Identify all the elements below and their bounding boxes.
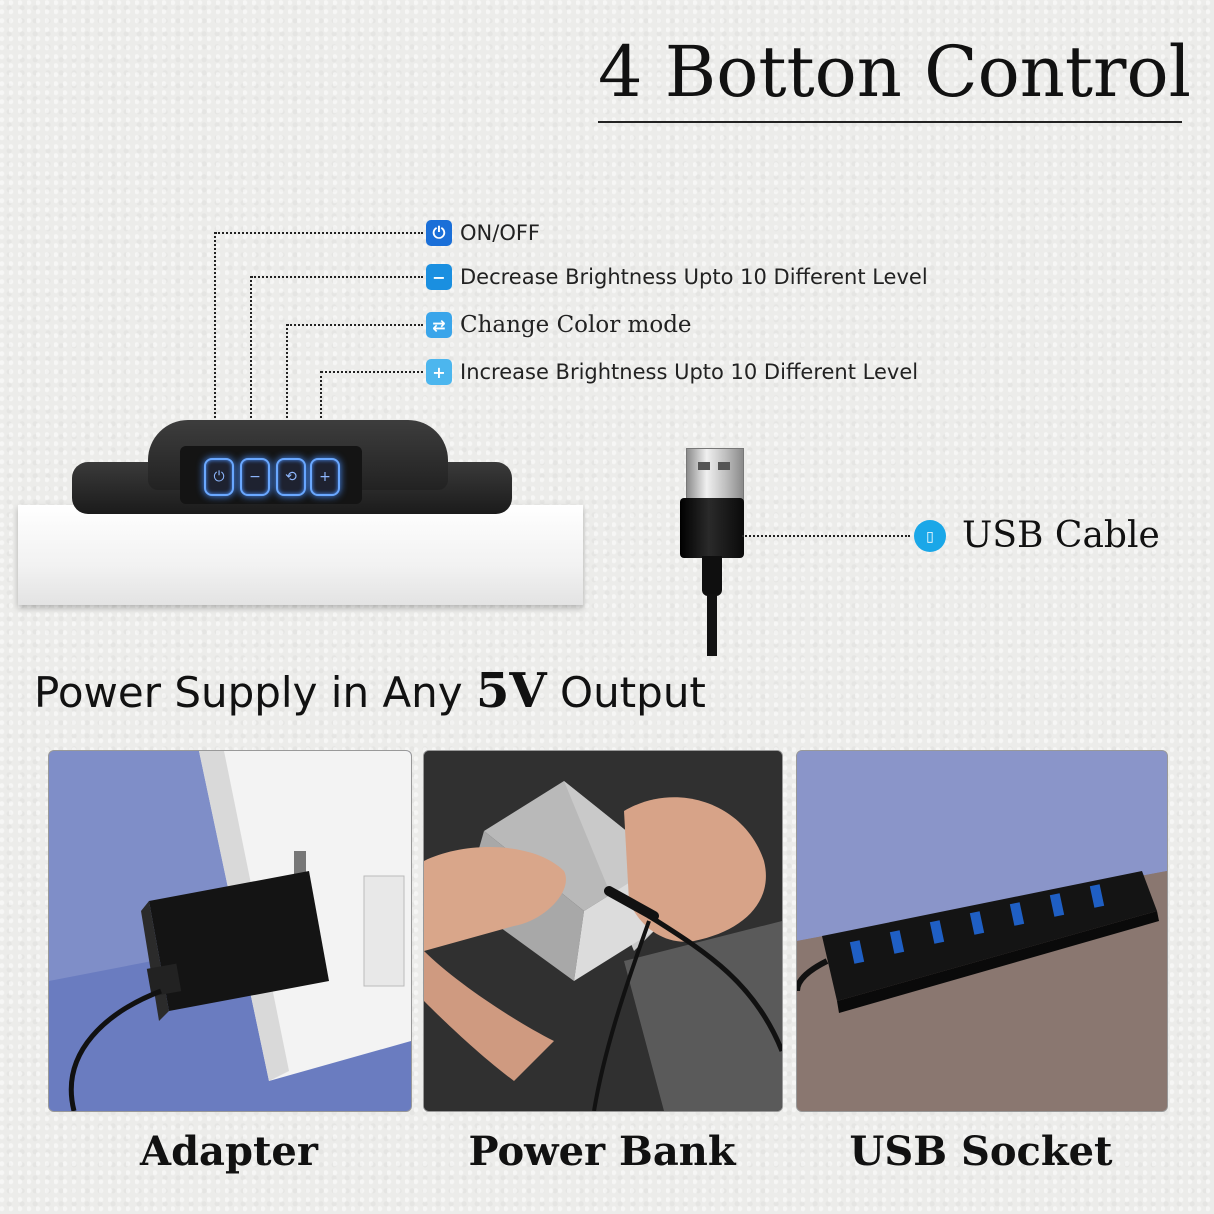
minus-icon: −	[426, 264, 452, 290]
leader-line	[215, 232, 423, 234]
controller-mode-button: ⟲	[276, 458, 306, 496]
feature-decrease-brightness: − Decrease Brightness Upto 10 Different …	[426, 262, 928, 292]
leader-line	[321, 371, 423, 373]
leader-line	[286, 324, 288, 458]
leader-line	[214, 232, 216, 458]
power-bank-illustration	[424, 751, 782, 1111]
controller-minus-button: −	[240, 458, 270, 496]
shelf-edge	[18, 505, 583, 605]
title-underline	[598, 121, 1182, 123]
page-title: 4 Botton Control	[598, 31, 1192, 113]
power-icon: ⏻	[426, 220, 452, 246]
adapter-caption: Adapter	[140, 1128, 318, 1175]
heading-suffix: Output	[546, 668, 706, 717]
heading-prefix: Power Supply in Any	[34, 668, 477, 717]
usb-hub-illustration	[797, 751, 1167, 1111]
usb-plug-slot	[718, 462, 730, 470]
controller-plus-button: +	[310, 458, 340, 496]
usb-plug-neck	[702, 556, 722, 596]
feature-increase-brightness: + Increase Brightness Upto 10 Different …	[426, 357, 918, 387]
usb-plug-body	[680, 498, 744, 558]
leader-line	[320, 371, 322, 458]
plus-icon: +	[426, 359, 452, 385]
usb-cable-label: USB Cable	[962, 515, 1160, 556]
leader-line	[250, 276, 252, 458]
feature-label: Decrease Brightness Upto 10 Different Le…	[460, 265, 928, 289]
leader-line	[287, 324, 423, 326]
usb-socket-photo	[796, 750, 1168, 1112]
usb-socket-caption: USB Socket	[849, 1128, 1113, 1175]
leader-line	[251, 276, 423, 278]
feature-label: Increase Brightness Upto 10 Different Le…	[460, 360, 919, 384]
power-bank-photo	[423, 750, 783, 1112]
color-cycle-icon: ⇄	[426, 312, 452, 338]
feature-label: ON/OFF	[460, 221, 541, 245]
usb-drive-icon: ▯	[914, 520, 946, 552]
usb-plug-metal	[686, 448, 744, 502]
feature-label: Change Color mode	[460, 312, 692, 338]
adapter-illustration	[49, 751, 411, 1111]
controller-power-button: ⏻	[204, 458, 234, 496]
usb-wire	[707, 594, 717, 656]
power-supply-heading: Power Supply in Any 5V Output	[34, 663, 706, 719]
heading-voltage: 5V	[476, 663, 547, 719]
usb-plug-slot	[698, 462, 710, 470]
feature-on-off: ⏻ ON/OFF	[426, 218, 540, 248]
feature-change-color: ⇄ Change Color mode	[426, 310, 692, 340]
adapter-photo	[48, 750, 412, 1112]
power-bank-caption: Power Bank	[468, 1128, 736, 1175]
leader-line	[742, 535, 910, 537]
